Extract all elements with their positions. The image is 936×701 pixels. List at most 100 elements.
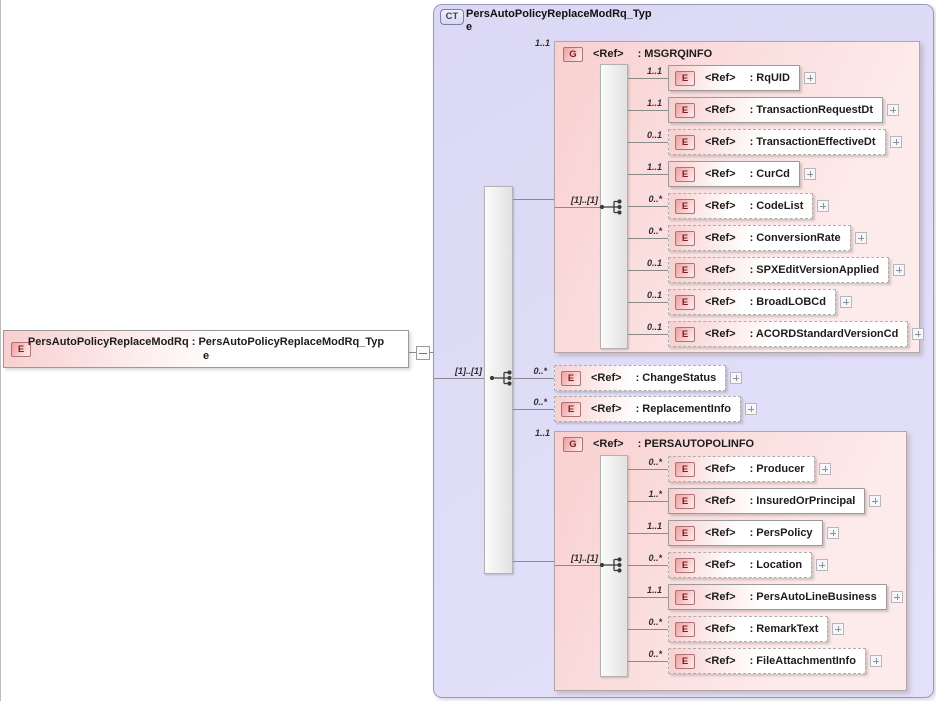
expand-icon[interactable]: [832, 623, 845, 635]
connector-line: [628, 629, 668, 630]
element-row: 0..1 E <Ref> : SPXEditVersionApplied: [628, 257, 906, 283]
cardinality-label: 0..*: [648, 649, 662, 659]
expand-icon[interactable]: [803, 168, 816, 180]
element-badge: E: [675, 262, 695, 278]
element-name: : BroadLOBCd: [749, 296, 826, 308]
connector-line: [555, 565, 602, 566]
ref-label: <Ref>: [705, 591, 736, 603]
element-row: 1..1 E <Ref> : PersAutoLineBusiness: [628, 584, 903, 610]
sequence-icon[interactable]: [598, 556, 630, 574]
cardinality-label: 0..1: [646, 130, 662, 140]
expand-icon[interactable]: [890, 591, 903, 603]
element-box[interactable]: E <Ref> : ConversionRate: [668, 225, 851, 251]
sequence-icon[interactable]: [488, 369, 520, 387]
expand-icon[interactable]: [869, 495, 882, 507]
element-name: : ChangeStatus: [635, 372, 717, 384]
ref-label: <Ref>: [705, 495, 736, 507]
element-row: 1..1 E <Ref> : PersPolicy: [628, 520, 839, 546]
connector-line: [628, 501, 668, 502]
element-name: : FileAttachmentInfo: [749, 655, 856, 667]
element-box[interactable]: E <Ref> : SPXEditVersionApplied: [668, 257, 890, 283]
connector-line: [628, 142, 668, 143]
group-box-msgrqinfo[interactable]: G <Ref> : MSGRQINFO [1]..[1] 1..1 E: [554, 41, 925, 353]
expand-icon[interactable]: [826, 527, 839, 539]
connector-line: [555, 207, 602, 208]
element-box[interactable]: E <Ref> : RqUID: [668, 65, 800, 91]
collapse-icon[interactable]: [416, 346, 430, 360]
cardinality-label: 0..1: [646, 322, 662, 332]
element-box[interactable]: E <Ref> : InsuredOrPrincipal: [668, 488, 866, 514]
element-box[interactable]: E <Ref> : PersPolicy: [668, 520, 823, 546]
expand-icon[interactable]: [869, 655, 882, 667]
group-box-persautopolinfo[interactable]: G <Ref> : PERSAUTOPOLINFO [1]..[1] 0..* …: [554, 431, 907, 691]
sequence-icon[interactable]: [598, 198, 630, 216]
expand-icon[interactable]: [889, 136, 902, 148]
element-box[interactable]: E <Ref> : CodeList: [668, 193, 814, 219]
cardinality-label: 0..*: [648, 553, 662, 563]
ref-label: <Ref>: [705, 623, 736, 635]
element-box[interactable]: E <Ref> : FileAttachmentInfo: [668, 648, 866, 674]
element-box[interactable]: E <Ref> : Producer: [668, 456, 815, 482]
expand-icon[interactable]: [887, 104, 900, 116]
root-element-box[interactable]: E PersAutoPolicyReplaceModRq : PersAutoP…: [3, 330, 409, 368]
element-row: 0..* E <Ref> : Producer: [628, 456, 831, 482]
element-name: : PersPolicy: [749, 527, 813, 539]
connector-line: [628, 174, 668, 175]
element-box[interactable]: E <Ref> : TransactionRequestDt: [668, 97, 884, 123]
ref-label: <Ref>: [705, 104, 736, 116]
expand-icon[interactable]: [744, 403, 757, 415]
expand-icon[interactable]: [912, 328, 925, 340]
element-box[interactable]: E <Ref> : ChangeStatus: [554, 365, 727, 391]
connector-line: [628, 565, 668, 566]
element-name: : Location: [749, 559, 803, 571]
element-row: 0..* E <Ref> : Location: [628, 552, 829, 578]
element-box[interactable]: E <Ref> : RemarkText: [668, 616, 829, 642]
element-name: : ACORDStandardVersionCd: [749, 328, 899, 340]
element-box[interactable]: E <Ref> : PersAutoLineBusiness: [668, 584, 887, 610]
expand-icon[interactable]: [730, 372, 743, 384]
element-row: 0..1 E <Ref> : TransactionEffectiveDt: [628, 129, 902, 155]
ref-label: <Ref>: [593, 48, 624, 60]
cardinality-label: [1]..[1]: [455, 366, 482, 376]
element-box[interactable]: E <Ref> : TransactionEffectiveDt: [668, 129, 886, 155]
element-row: 0..* E <Ref> : FileAttachmentInfo: [628, 648, 882, 674]
ref-label: <Ref>: [705, 168, 736, 180]
element-name: : CodeList: [749, 200, 804, 212]
ref-label: <Ref>: [705, 264, 736, 276]
expand-icon[interactable]: [854, 232, 867, 244]
element-row: 1..1 E <Ref> : CurCd: [628, 161, 816, 187]
connector-line: [513, 199, 554, 200]
connector-line: [434, 378, 491, 379]
expand-icon[interactable]: [839, 296, 852, 308]
element-name: : RemarkText: [749, 623, 819, 635]
expand-icon[interactable]: [818, 463, 831, 475]
group-header: G <Ref> : MSGRQINFO: [563, 46, 712, 62]
element-name: : Producer: [749, 463, 805, 475]
element-badge: E: [675, 294, 695, 310]
cardinality-label: 0..1: [646, 258, 662, 268]
cardinality-label: [1]..[1]: [571, 195, 598, 205]
element-box[interactable]: E <Ref> : Location: [668, 552, 813, 578]
cardinality-label: 0..*: [533, 366, 547, 376]
expand-icon[interactable]: [893, 264, 906, 276]
element-row: 0..1 E <Ref> : ACORDStandardVersionCd: [628, 321, 925, 347]
expand-icon[interactable]: [817, 200, 830, 212]
connector-line: [513, 561, 554, 562]
element-box[interactable]: E <Ref> : BroadLOBCd: [668, 289, 836, 315]
element-badge: E: [561, 401, 581, 417]
ref-label: <Ref>: [705, 136, 736, 148]
expand-icon[interactable]: [816, 559, 829, 571]
cardinality-label: 0..*: [648, 226, 662, 236]
group-name: : PERSAUTOPOLINFO: [637, 438, 755, 450]
connector-line: [628, 533, 668, 534]
element-box[interactable]: E <Ref> : ReplacementInfo: [554, 396, 741, 422]
ref-label: <Ref>: [705, 527, 736, 539]
cardinality-label: 1..1: [646, 521, 662, 531]
element-name: : ConversionRate: [749, 232, 841, 244]
element-name: : ReplacementInfo: [635, 403, 731, 415]
element-badge: E: [561, 370, 581, 386]
expand-icon[interactable]: [803, 72, 816, 84]
element-box[interactable]: E <Ref> : ACORDStandardVersionCd: [668, 321, 909, 347]
element-box[interactable]: E <Ref> : CurCd: [668, 161, 800, 187]
complex-type-box[interactable]: CT PersAutoPolicyReplaceModRq_Type [1]..…: [433, 4, 934, 698]
